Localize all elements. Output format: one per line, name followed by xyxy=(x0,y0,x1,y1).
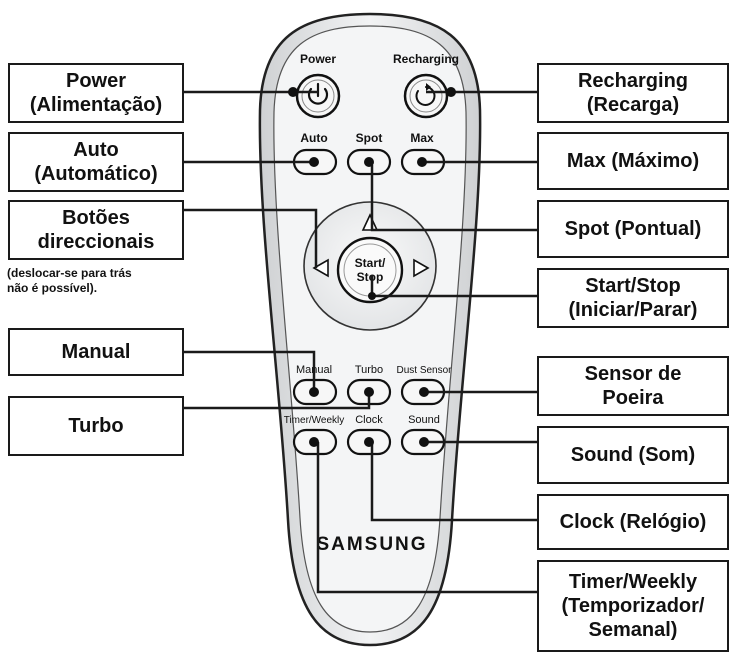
leader-timer xyxy=(316,442,538,594)
clock-label: Clock xyxy=(355,414,383,426)
callout-dust-sensor-line1: Sensor de xyxy=(584,363,682,385)
turbo-label: Turbo xyxy=(355,364,383,376)
start-stop-label-1: Start/ xyxy=(355,256,386,270)
power-icon xyxy=(307,82,329,105)
callout-start-stop: Start/Stop(Iniciar/Parar) xyxy=(537,268,729,328)
callout-start-stop-line2: (Iniciar/Parar) xyxy=(568,299,698,321)
auto-label: Auto xyxy=(300,131,327,145)
callout-spot-line1: Spot (Pontual) xyxy=(564,218,702,240)
directional-note-line2: não é possível). xyxy=(7,281,98,295)
callout-recharging-line2: (Recarga) xyxy=(586,94,680,116)
callout-sound-line1: Sound (Som) xyxy=(570,444,696,466)
power-label: Power xyxy=(300,52,336,66)
dot-timer xyxy=(309,437,319,447)
callout-auto-line1: Auto xyxy=(73,139,119,161)
dust-sensor-label: Dust Sensor xyxy=(396,365,452,376)
leader-lines xyxy=(183,90,538,594)
callout-recharging: Recharging(Recarga) xyxy=(537,63,729,123)
callout-auto-line2: (Automático) xyxy=(34,163,158,185)
dot-auto xyxy=(309,157,319,167)
dot-sound xyxy=(419,437,429,447)
callout-timer-line2: (Temporizador/ xyxy=(561,595,705,617)
dot-max xyxy=(417,157,427,167)
dot-manual xyxy=(309,387,319,397)
callout-recharging-line1: Recharging xyxy=(577,70,689,92)
dot-power xyxy=(288,87,298,97)
callout-power: Power(Alimentação) xyxy=(8,63,184,123)
callout-power-line1: Power xyxy=(65,70,127,92)
callout-max: Max (Máximo) xyxy=(537,132,729,190)
callout-timer-line1: Timer/Weekly xyxy=(568,571,698,593)
dot-spot xyxy=(364,157,374,167)
timer-weekly-label: Timer/Weekly xyxy=(284,415,345,426)
start-stop-label-2: Stop xyxy=(357,270,384,284)
right-arrow-icon[interactable] xyxy=(413,258,430,278)
callout-sound: Sound (Som) xyxy=(537,426,729,484)
recharging-label: Recharging xyxy=(393,52,459,66)
dot-dust-sensor xyxy=(419,387,429,397)
callout-turbo-line1: Turbo xyxy=(68,415,124,437)
callout-max-line1: Max (Máximo) xyxy=(566,150,700,172)
callout-spot: Spot (Pontual) xyxy=(537,200,729,258)
dot-turbo xyxy=(364,387,374,397)
callout-directional-line1: Botões xyxy=(62,207,130,229)
callout-auto: Auto(Automático) xyxy=(8,132,184,192)
recharging-icon xyxy=(415,83,436,106)
dot-clock xyxy=(364,437,374,447)
callout-turbo: Turbo xyxy=(8,396,184,456)
button-dots xyxy=(288,87,456,447)
leader-directional xyxy=(183,208,318,268)
callout-timer-weekly: Timer/Weekly(Temporizador/Semanal) xyxy=(537,560,729,652)
samsung-logo: SAMSUNG xyxy=(316,534,427,555)
callout-directional-line2: direccionais xyxy=(37,231,155,253)
dot-start-stop xyxy=(368,292,376,300)
directional-note: (deslocar-se para trás não é possível). xyxy=(7,266,207,296)
callout-clock: Clock (Relógio) xyxy=(537,494,729,550)
start-stop-button[interactable] xyxy=(336,236,404,304)
callout-clock-line1: Clock (Relógio) xyxy=(559,511,707,533)
leader-clock xyxy=(370,442,538,522)
spot-label: Spot xyxy=(356,131,383,145)
leader-manual xyxy=(183,350,316,392)
recharging-button[interactable] xyxy=(403,73,449,119)
sound-label: Sound xyxy=(408,414,440,426)
max-label: Max xyxy=(410,131,434,145)
dot-recharging xyxy=(446,87,456,97)
up-arrow-icon[interactable] xyxy=(361,213,379,231)
callout-dust-sensor-line2: Poeira xyxy=(602,387,664,409)
leader-turbo xyxy=(183,392,371,410)
callout-power-line2: (Alimentação) xyxy=(29,94,163,116)
callout-manual: Manual xyxy=(8,328,184,376)
left-arrow-icon[interactable] xyxy=(312,258,329,278)
directional-note-line1: (deslocar-se para trás xyxy=(7,266,132,280)
callout-timer-line3: Semanal) xyxy=(588,619,678,641)
leader-spot xyxy=(370,165,538,232)
callout-manual-line1: Manual xyxy=(61,341,131,363)
callout-start-stop-line1: Start/Stop xyxy=(585,275,681,297)
